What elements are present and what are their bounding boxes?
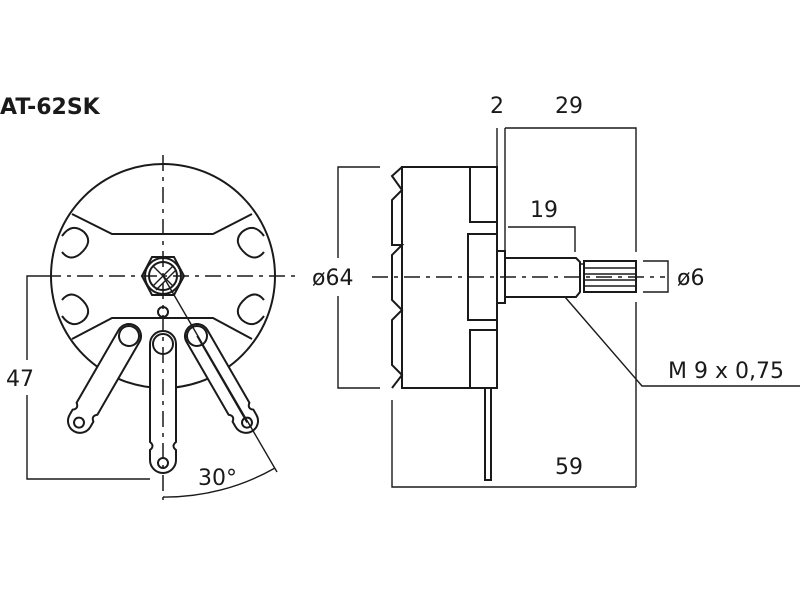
side-view: ø64 2 29 19 ø6 M 9 x 0,75 59 (312, 94, 800, 488)
mounting-slots (61, 226, 265, 326)
terminal-right (184, 323, 259, 434)
dim-64-label: ø64 (312, 266, 353, 291)
dim-2-label: 2 (490, 94, 504, 119)
dim-6-label: ø6 (677, 266, 704, 291)
spline-lines (580, 263, 636, 287)
dim-29-label: 29 (555, 94, 583, 119)
model-title: AT-62SK (0, 95, 101, 120)
dim-59-label: 59 (555, 455, 583, 480)
thread-leader (564, 296, 800, 387)
housing-segment-bottom (469, 329, 498, 389)
dim-64-lines (337, 166, 380, 389)
thread-label: M 9 x 0,75 (668, 359, 784, 384)
angle-label: 30° (198, 466, 237, 491)
dim-6-lines (643, 260, 669, 293)
terminal-pin (484, 387, 492, 481)
dim-47-label: 47 (6, 367, 34, 392)
dim-19-lines (508, 226, 576, 252)
dim-2-29-lines (496, 127, 637, 487)
dim-47-lines (26, 275, 150, 480)
upper-flat (71, 213, 253, 235)
housing-segment-top (469, 166, 498, 223)
terminals (67, 323, 259, 474)
dim-59-lines (391, 400, 636, 488)
angle-line (162, 275, 278, 473)
angle-arc (162, 467, 276, 498)
dim-19-label: 19 (530, 198, 558, 223)
terminal-left (67, 323, 142, 434)
front-view: 30° 47 (6, 155, 300, 500)
